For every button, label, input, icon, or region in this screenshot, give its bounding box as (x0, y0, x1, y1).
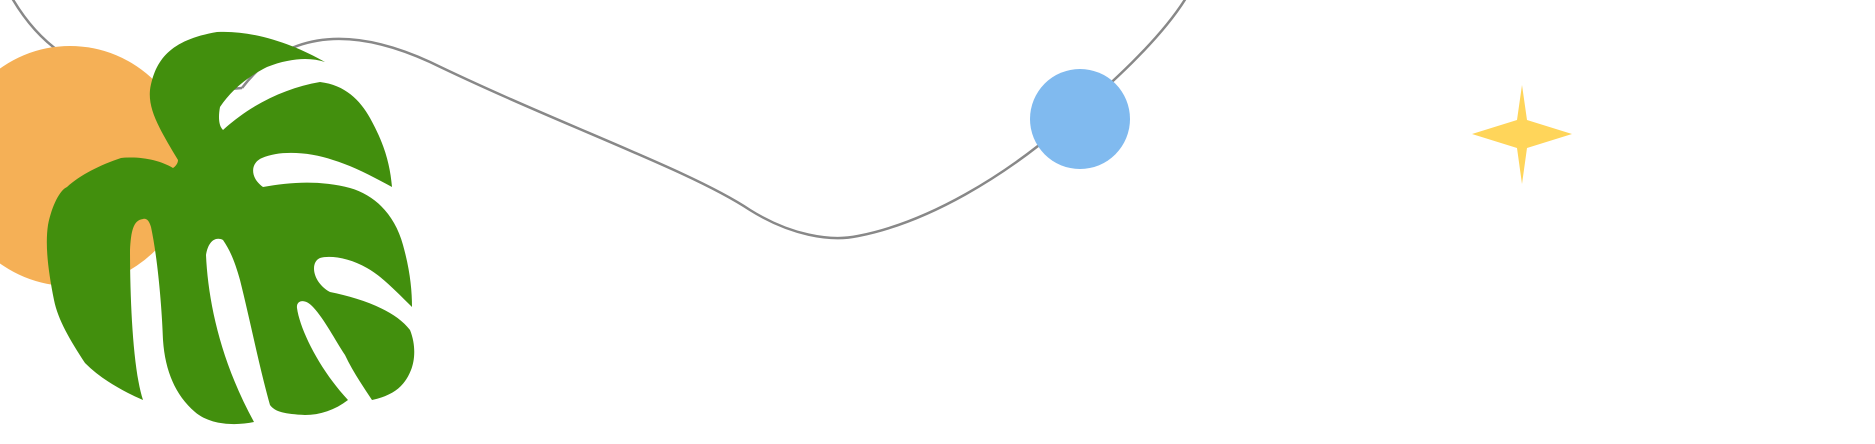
sun-circle (0, 46, 190, 286)
monstera-leaf-icon (46, 31, 415, 425)
moon-circle (1030, 69, 1130, 169)
sparkle-icon (1472, 85, 1572, 184)
